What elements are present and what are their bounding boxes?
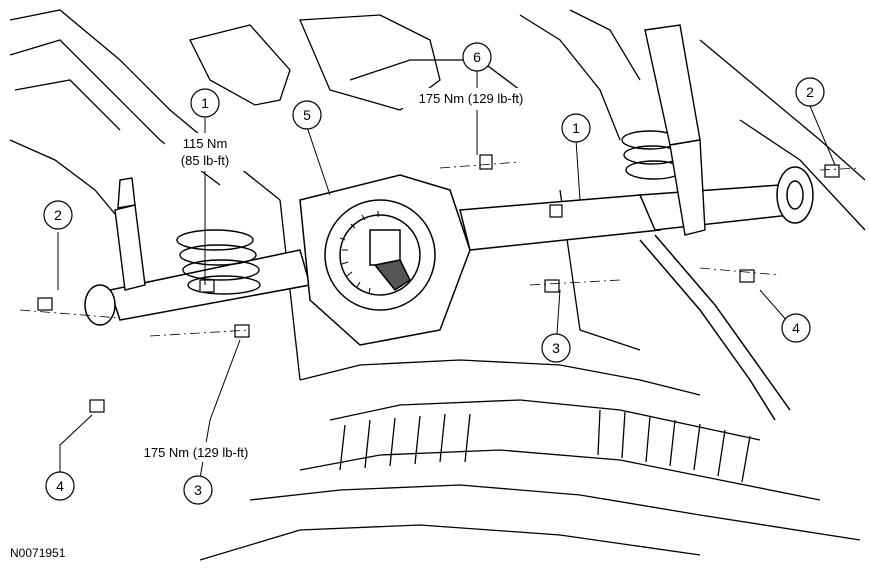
left-shock-absorber bbox=[114, 177, 146, 291]
callout-2-right: 2 bbox=[795, 77, 825, 107]
torque-spec-nm: 115 Nm bbox=[183, 136, 228, 151]
callout-number: 3 bbox=[194, 482, 202, 498]
callout-number: 4 bbox=[792, 320, 800, 336]
torque-spec-text: 175 Nm (129 lb-ft) bbox=[419, 91, 524, 106]
callout-1-upper-left: 1 bbox=[190, 88, 220, 118]
callout-number: 1 bbox=[572, 120, 580, 136]
fasteners bbox=[37, 154, 840, 413]
center-lines bbox=[19, 161, 861, 337]
figure-id: N0071951 bbox=[10, 546, 66, 560]
callout-number: 1 bbox=[201, 95, 209, 111]
callout-5: 5 bbox=[292, 100, 322, 130]
callout-3-left: 3 bbox=[183, 475, 213, 505]
torque-spec-lower-left: 175 Nm (129 lb-ft) bbox=[122, 442, 270, 462]
right-shock-absorber bbox=[644, 24, 706, 236]
differential-housing bbox=[299, 174, 471, 346]
ring-gear-teeth bbox=[339, 211, 379, 295]
torque-spec-lbft: (85 lb-ft) bbox=[181, 153, 229, 168]
left-hub bbox=[84, 284, 116, 326]
callout-number: 2 bbox=[806, 84, 814, 100]
callout-4-right: 4 bbox=[781, 313, 811, 343]
right-hub bbox=[776, 166, 814, 224]
callout-number: 5 bbox=[303, 107, 311, 123]
callout-3-right: 3 bbox=[541, 333, 571, 363]
underbody-outline bbox=[9, 9, 866, 561]
callout-number: 6 bbox=[473, 49, 481, 65]
callout-4-left: 4 bbox=[45, 471, 75, 501]
callout-number: 4 bbox=[56, 478, 64, 494]
torque-spec-upper-arm: 115 Nm (85 lb-ft) bbox=[165, 133, 245, 171]
callout-2-left: 2 bbox=[43, 200, 73, 230]
torque-spec-text: 175 Nm (129 lb-ft) bbox=[144, 445, 249, 460]
callout-number: 3 bbox=[552, 340, 560, 356]
callout-6: 6 bbox=[462, 42, 492, 72]
left-coil-spring bbox=[176, 229, 261, 295]
callout-1-right: 1 bbox=[561, 113, 591, 143]
right-lower-arm bbox=[639, 234, 791, 421]
callout-number: 2 bbox=[54, 207, 62, 223]
torque-spec-top-center: 175 Nm (129 lb-ft) bbox=[398, 88, 544, 108]
